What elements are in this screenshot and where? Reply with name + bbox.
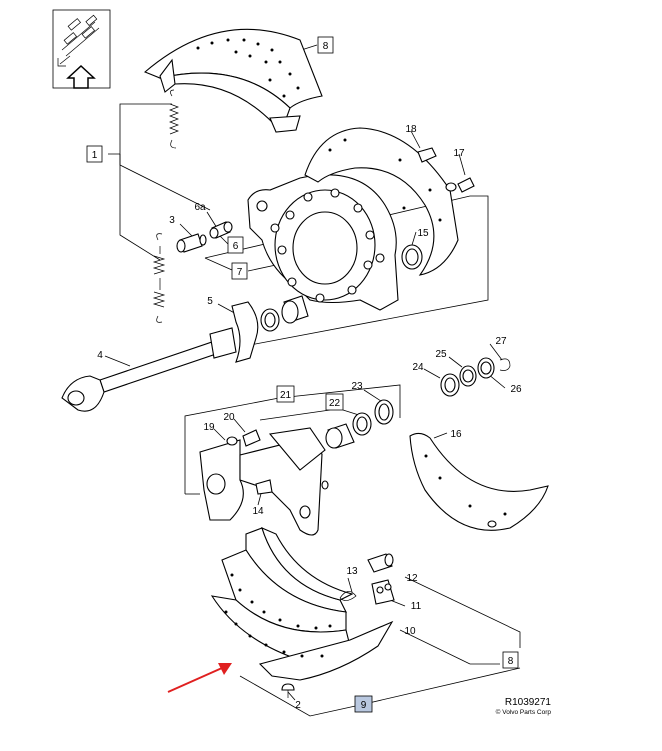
callout-16: 16 <box>450 429 462 440</box>
return-spring-lower <box>152 233 166 323</box>
callout-18: 18 <box>405 124 417 135</box>
plug-18 <box>417 147 437 163</box>
callout-4: 4 <box>97 350 103 361</box>
return-spring-upper <box>169 89 179 149</box>
copyright-text: © Volvo Parts Corp <box>496 708 552 716</box>
anchor-pin-12 <box>367 553 394 573</box>
callout-17: 17 <box>453 148 465 159</box>
drawing-number: R1039271 <box>505 697 552 708</box>
washers-24-26 <box>440 357 511 397</box>
callout-11: 11 <box>411 601 422 612</box>
callout-15: 15 <box>417 228 429 239</box>
screw-17 <box>445 177 475 193</box>
callout-8-bottom: 8 <box>508 656 514 667</box>
callout-3: 3 <box>169 215 175 226</box>
brake-spider <box>247 174 399 311</box>
washer-23 <box>374 399 394 425</box>
callout-25: 25 <box>435 349 447 360</box>
spring-13 <box>339 591 357 601</box>
bushing-22 <box>325 412 372 449</box>
callout-6: 6 <box>233 241 239 252</box>
callout-21: 21 <box>280 390 292 401</box>
callout-5: 5 <box>207 296 213 307</box>
callout-7: 7 <box>237 267 243 278</box>
callout-14: 14 <box>252 506 264 517</box>
callout-9-box <box>354 695 373 713</box>
callout-9: 9 <box>361 700 367 711</box>
orientation-icon <box>52 9 111 89</box>
bushing-set-5 <box>231 295 309 363</box>
callout-19: 19 <box>203 422 215 433</box>
callout-8-top: 8 <box>323 41 329 52</box>
callout-13: 13 <box>346 566 358 577</box>
callout-labels: 1 2 3 4 5 6 6a 7 8 8 9 10 11 12 13 14 15… <box>86 36 522 713</box>
callout-20: 20 <box>223 412 235 423</box>
lower-shield-16 <box>409 432 549 531</box>
bushing-part-6a <box>209 221 233 239</box>
clip-11 <box>371 579 395 605</box>
brake-lining-top <box>143 28 323 133</box>
callout-6a: 6a <box>194 202 206 213</box>
callout-12: 12 <box>406 573 418 584</box>
camshaft-4 <box>61 327 237 412</box>
callout-2: 2 <box>295 700 301 711</box>
callout-27: 27 <box>495 336 507 347</box>
cam-bracket <box>199 427 329 536</box>
seal-ring-15 <box>401 244 423 270</box>
callout-23: 23 <box>351 381 363 392</box>
dust-shield <box>304 127 459 276</box>
callout-22: 22 <box>329 398 341 409</box>
leader-lines <box>104 44 521 717</box>
callout-10: 10 <box>404 626 416 637</box>
callout-24: 24 <box>412 362 424 373</box>
callout-1: 1 <box>92 150 98 161</box>
brake-shoe-lower <box>210 527 394 698</box>
pin-part-3 <box>176 233 207 253</box>
callout-26: 26 <box>510 384 522 395</box>
attention-arrow <box>167 663 232 693</box>
